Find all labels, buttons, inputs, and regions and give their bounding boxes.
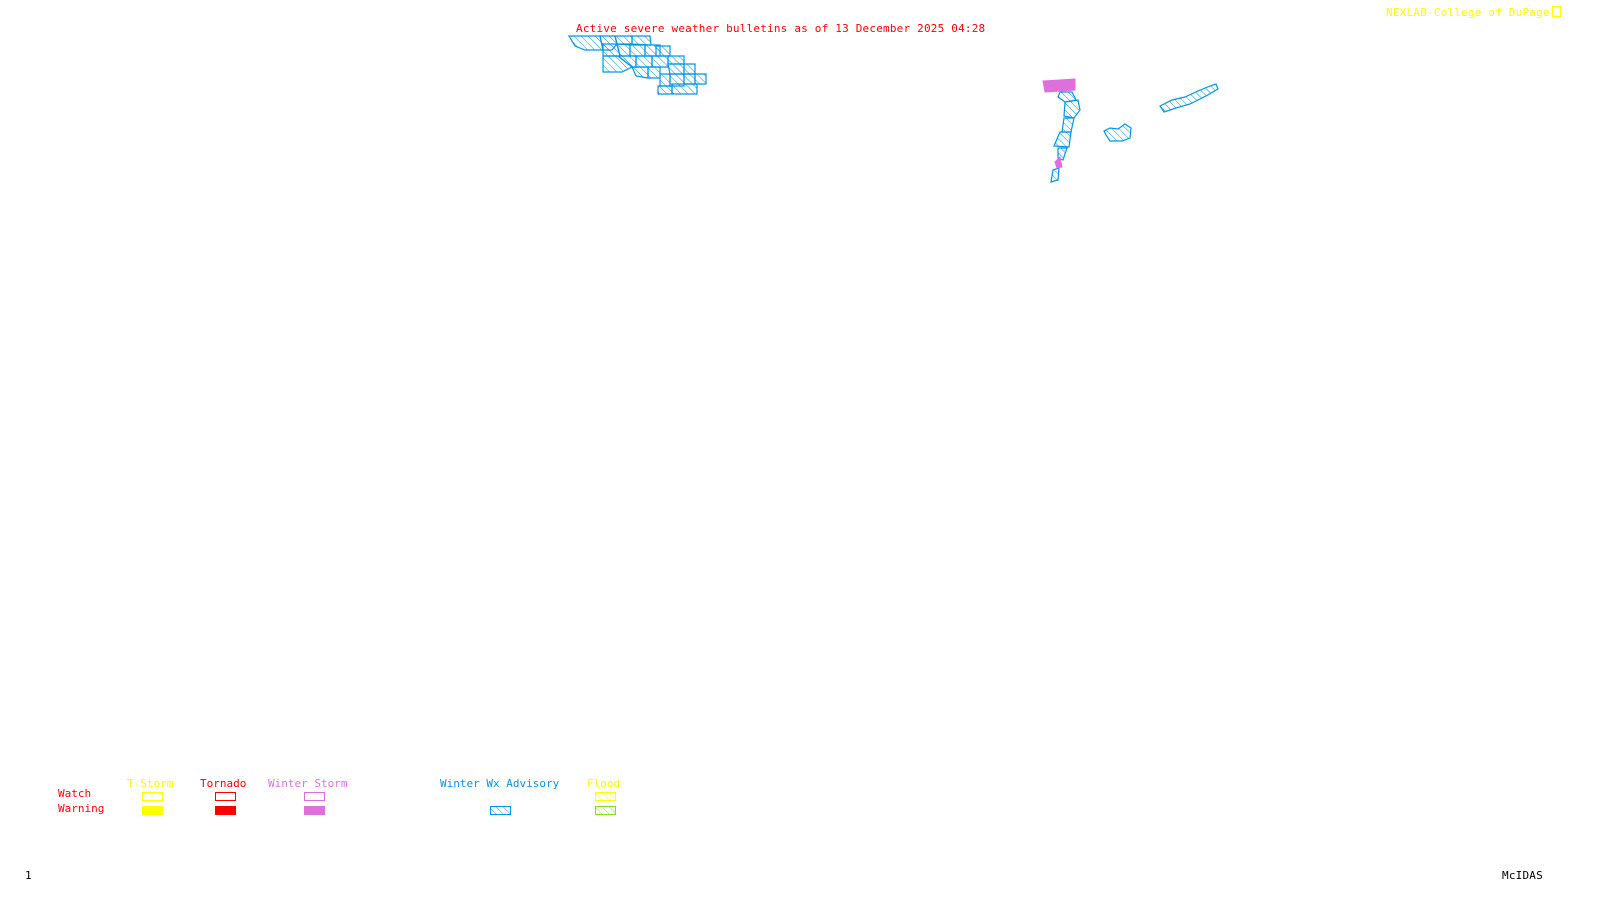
corner-logo-icon xyxy=(1551,6,1561,17)
advisory-zone xyxy=(671,83,698,95)
legend-col-flood: Flood xyxy=(587,777,621,790)
advisory-zone xyxy=(659,73,671,87)
advisory-zone xyxy=(631,66,649,79)
credit-text: NEXLAB-College of DuPage xyxy=(1386,6,1550,19)
advisory-zone xyxy=(667,63,685,75)
advisory-zone xyxy=(1053,131,1072,148)
advisory-zone xyxy=(616,43,631,57)
legend-row-watch: Watch xyxy=(58,787,92,800)
legend-flood-watch-swatch xyxy=(595,792,616,801)
legend-winter-storm-warning-swatch xyxy=(304,806,325,815)
software-label: McIDAS xyxy=(1502,869,1543,882)
legend-tornado-watch-swatch xyxy=(215,792,236,801)
advisory-zone xyxy=(567,35,604,51)
advisory-zone xyxy=(629,44,646,57)
frame-number: 1 xyxy=(25,869,32,882)
advisory-zone xyxy=(631,35,652,46)
winter-storm-warning-area-north xyxy=(1042,78,1076,93)
advisory-zone xyxy=(1061,117,1075,133)
winter-storm-warning-area-south xyxy=(1054,155,1063,169)
advisory-zone xyxy=(667,55,685,65)
advisory-zone xyxy=(602,55,634,73)
legend-tornado-warning-swatch xyxy=(215,806,236,815)
advisory-zone xyxy=(657,85,673,95)
advisory-zone xyxy=(635,55,653,68)
legend-winter-wx-advisory-swatch xyxy=(490,806,511,815)
advisory-zone xyxy=(694,73,707,85)
advisory-zone xyxy=(1063,99,1081,119)
legend-tstorm-watch-swatch xyxy=(142,792,163,801)
advisory-zone xyxy=(683,63,696,75)
advisory-area-northwest xyxy=(567,35,707,95)
credit-label: NEXLAB-College of DuPage xyxy=(1386,5,1561,19)
legend-col-winter-storm: Winter Storm xyxy=(268,777,348,790)
legend-winter-storm-watch-swatch xyxy=(304,792,325,801)
advisory-zone xyxy=(655,45,671,57)
advisory-zone xyxy=(1159,83,1219,113)
warning-zone xyxy=(1042,78,1076,93)
legend-tstorm-warning-swatch xyxy=(142,806,163,815)
legend-row-warning: Warning xyxy=(58,802,105,815)
advisory-area-far-east-strip xyxy=(1159,83,1219,113)
legend-swatches xyxy=(142,792,616,815)
advisory-zone xyxy=(1103,123,1132,142)
advisory-zone xyxy=(683,73,696,85)
legend-col-winter-wx-advisory: Winter Wx Advisory xyxy=(440,777,560,790)
map-title: Active severe weather bulletins as of 13… xyxy=(576,22,986,35)
legend-flood-warning-swatch xyxy=(595,806,616,815)
advisory-zone xyxy=(614,35,633,45)
advisory-area-northeast-strip xyxy=(1050,91,1081,183)
warning-zone xyxy=(1054,155,1063,169)
advisory-area-east-island xyxy=(1103,123,1132,142)
legend-col-tstorm: T-Storm xyxy=(127,777,174,790)
legend-col-tornado: Tornado xyxy=(200,777,247,790)
advisory-zone xyxy=(647,66,661,79)
advisory-zone xyxy=(1050,167,1060,183)
advisory-zone xyxy=(651,55,669,68)
